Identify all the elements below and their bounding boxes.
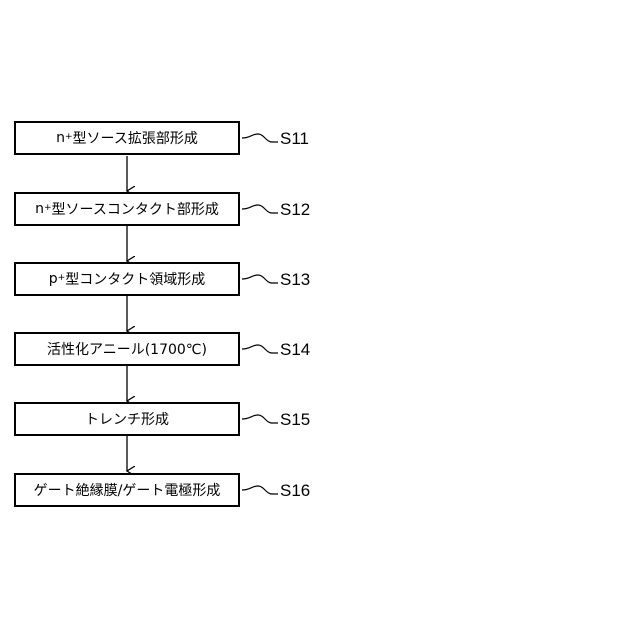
step-text-post: 型ソース拡張部形成: [73, 128, 198, 148]
step-box-s15: トレンチ形成: [14, 402, 240, 436]
leader-s14: [242, 345, 278, 353]
step-text-pre: p: [49, 271, 58, 287]
step-text: トレンチ形成: [85, 409, 169, 429]
step-box-s16: ゲート絶縁膜/ゲート電極形成: [14, 473, 240, 507]
step-text-post: 型ソースコンタクト部形成: [52, 199, 219, 219]
step-box-s14: 活性化アニール(1700℃): [14, 332, 240, 366]
leader-s11: [242, 134, 278, 142]
step-box-s13: p+型コンタクト領域形成: [14, 262, 240, 296]
step-text-sup: +: [65, 132, 73, 142]
step-text-pre: n: [35, 201, 44, 217]
step-label-s11: S11: [280, 130, 309, 147]
step-label-s14: S14: [280, 341, 310, 358]
step-text-post: 型コンタクト領域形成: [65, 269, 205, 289]
step-box-s12: n+型ソースコンタクト部形成: [14, 192, 240, 226]
step-text-sup: +: [58, 273, 66, 283]
step-label-s15: S15: [280, 411, 310, 428]
step-box-s11: n+型ソース拡張部形成: [14, 121, 240, 155]
leader-s16: [242, 486, 278, 494]
step-label-s12: S12: [280, 201, 310, 218]
step-label-s13: S13: [280, 271, 310, 288]
step-text: 活性化アニール(1700℃): [47, 339, 207, 359]
step-label-s16: S16: [280, 482, 310, 499]
step-text: ゲート絶縁膜/ゲート電極形成: [34, 480, 221, 500]
leader-s15: [242, 415, 278, 423]
leader-s12: [242, 205, 278, 213]
step-text-sup: +: [44, 203, 52, 213]
step-text-pre: n: [56, 130, 65, 146]
leader-s13: [242, 275, 278, 283]
